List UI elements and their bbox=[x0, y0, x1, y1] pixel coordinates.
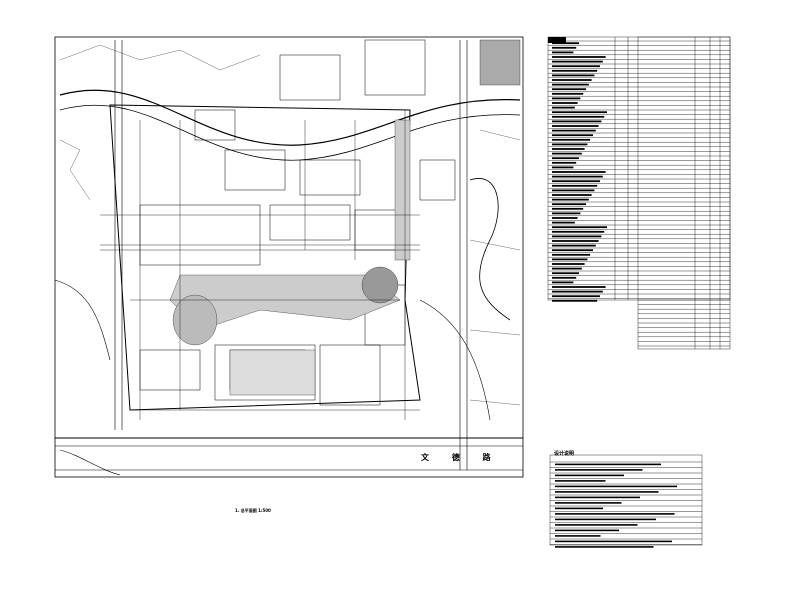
legend-row-text-mark bbox=[552, 207, 584, 210]
notes-row-text-mark bbox=[555, 513, 675, 515]
legend-row-text-mark bbox=[552, 42, 579, 45]
notes-row-text-mark bbox=[555, 502, 622, 504]
legend-row-text-mark bbox=[552, 102, 578, 104]
legend-row-text-mark bbox=[552, 115, 605, 118]
notes-row-text-mark bbox=[555, 535, 601, 537]
legend-row-text-mark bbox=[552, 244, 596, 247]
legend-row-text-mark bbox=[552, 157, 579, 160]
legend-row-text-mark bbox=[552, 143, 588, 146]
legend-row-text-mark bbox=[552, 230, 605, 233]
legend-row-text-mark bbox=[552, 88, 586, 91]
notes-row-text-mark bbox=[555, 540, 672, 543]
legend-row-text-mark bbox=[552, 299, 598, 302]
legend-row-text-mark bbox=[552, 212, 581, 215]
legend-row-text-mark bbox=[552, 83, 589, 86]
legend-row-text-mark bbox=[552, 286, 606, 288]
legend-row-text-mark bbox=[552, 97, 581, 100]
legend-row-text-mark bbox=[552, 129, 596, 132]
legend-row-text-mark bbox=[552, 184, 598, 187]
legend-row-text-mark bbox=[552, 51, 574, 54]
legend-row-text-mark bbox=[552, 148, 585, 150]
notes-row-text-mark bbox=[555, 491, 659, 493]
legend-row-text-mark bbox=[552, 235, 602, 238]
legend-row-text-mark bbox=[552, 138, 591, 141]
notes-row-text-mark bbox=[555, 524, 638, 526]
legend-row-text-mark bbox=[552, 203, 586, 206]
legend-row-text-mark bbox=[552, 134, 593, 137]
notes-row-text-mark bbox=[555, 469, 643, 471]
notes-row-text-mark bbox=[555, 546, 654, 548]
legend-row-text-mark bbox=[552, 166, 574, 169]
curved-road bbox=[59, 89, 521, 146]
legend-row-text-mark bbox=[552, 120, 602, 123]
legend-row-text-mark bbox=[552, 180, 600, 183]
legend-row-text-mark bbox=[552, 226, 607, 229]
legend-row-text-mark bbox=[552, 152, 582, 155]
legend-row-text-mark bbox=[552, 111, 607, 114]
notes-row-text-mark bbox=[555, 518, 656, 521]
notes-row-text-mark bbox=[555, 529, 619, 532]
legend-row-text-mark bbox=[552, 281, 574, 284]
notes-title: 设计说明 bbox=[554, 451, 575, 457]
legend-row-text-mark bbox=[552, 258, 588, 261]
legend-row-text-mark bbox=[552, 295, 600, 298]
notes-row-text-mark bbox=[555, 474, 624, 477]
legend-row-text-mark bbox=[552, 194, 592, 196]
legend-row-text-mark bbox=[552, 60, 603, 63]
legend-row-text-mark bbox=[552, 221, 575, 224]
legend-row-text-mark bbox=[552, 161, 577, 164]
legend-row-text-mark bbox=[552, 217, 578, 219]
notes-row-text-mark bbox=[555, 480, 606, 482]
site-plan bbox=[54, 36, 524, 478]
plaza-area bbox=[169, 39, 521, 396]
legend-row-text-mark bbox=[552, 65, 600, 68]
legend-row-text-mark bbox=[552, 106, 575, 109]
notes-row-text-mark bbox=[555, 463, 661, 466]
legend-row-text-mark bbox=[552, 249, 593, 252]
legend-table bbox=[547, 36, 731, 350]
notes-row-text-mark bbox=[555, 496, 640, 499]
street-label: 文 德 路 bbox=[421, 453, 501, 462]
legend-row-text-mark bbox=[552, 240, 599, 242]
notes-row-text-mark bbox=[555, 507, 603, 510]
legend-row-text-mark bbox=[552, 276, 577, 279]
legend-row-text-mark bbox=[552, 125, 599, 127]
legend-row-text-mark bbox=[552, 74, 595, 77]
legend-row-text-mark bbox=[552, 171, 606, 173]
title-tag bbox=[548, 37, 566, 43]
notes-table bbox=[549, 454, 703, 548]
legend-row-text-mark bbox=[552, 253, 591, 256]
legend-row-text-mark bbox=[552, 263, 585, 265]
legend-row-text-mark bbox=[552, 267, 582, 270]
legend-row-text-mark bbox=[552, 272, 579, 275]
legend-row-text-mark bbox=[552, 290, 603, 293]
legend-row-text-mark bbox=[552, 79, 592, 81]
legend-row-text-mark bbox=[552, 189, 595, 192]
plan-title: 1. 总平面图 1:500 bbox=[235, 508, 271, 513]
notes-row-text-mark bbox=[555, 485, 677, 488]
legend-row-text-mark bbox=[552, 69, 598, 72]
legend-row-text-mark bbox=[552, 175, 603, 178]
legend-row-text-mark bbox=[552, 56, 606, 58]
legend-row-text-mark bbox=[552, 46, 577, 49]
legend-row-text-mark bbox=[552, 92, 584, 95]
legend-row-text-mark bbox=[552, 198, 589, 201]
